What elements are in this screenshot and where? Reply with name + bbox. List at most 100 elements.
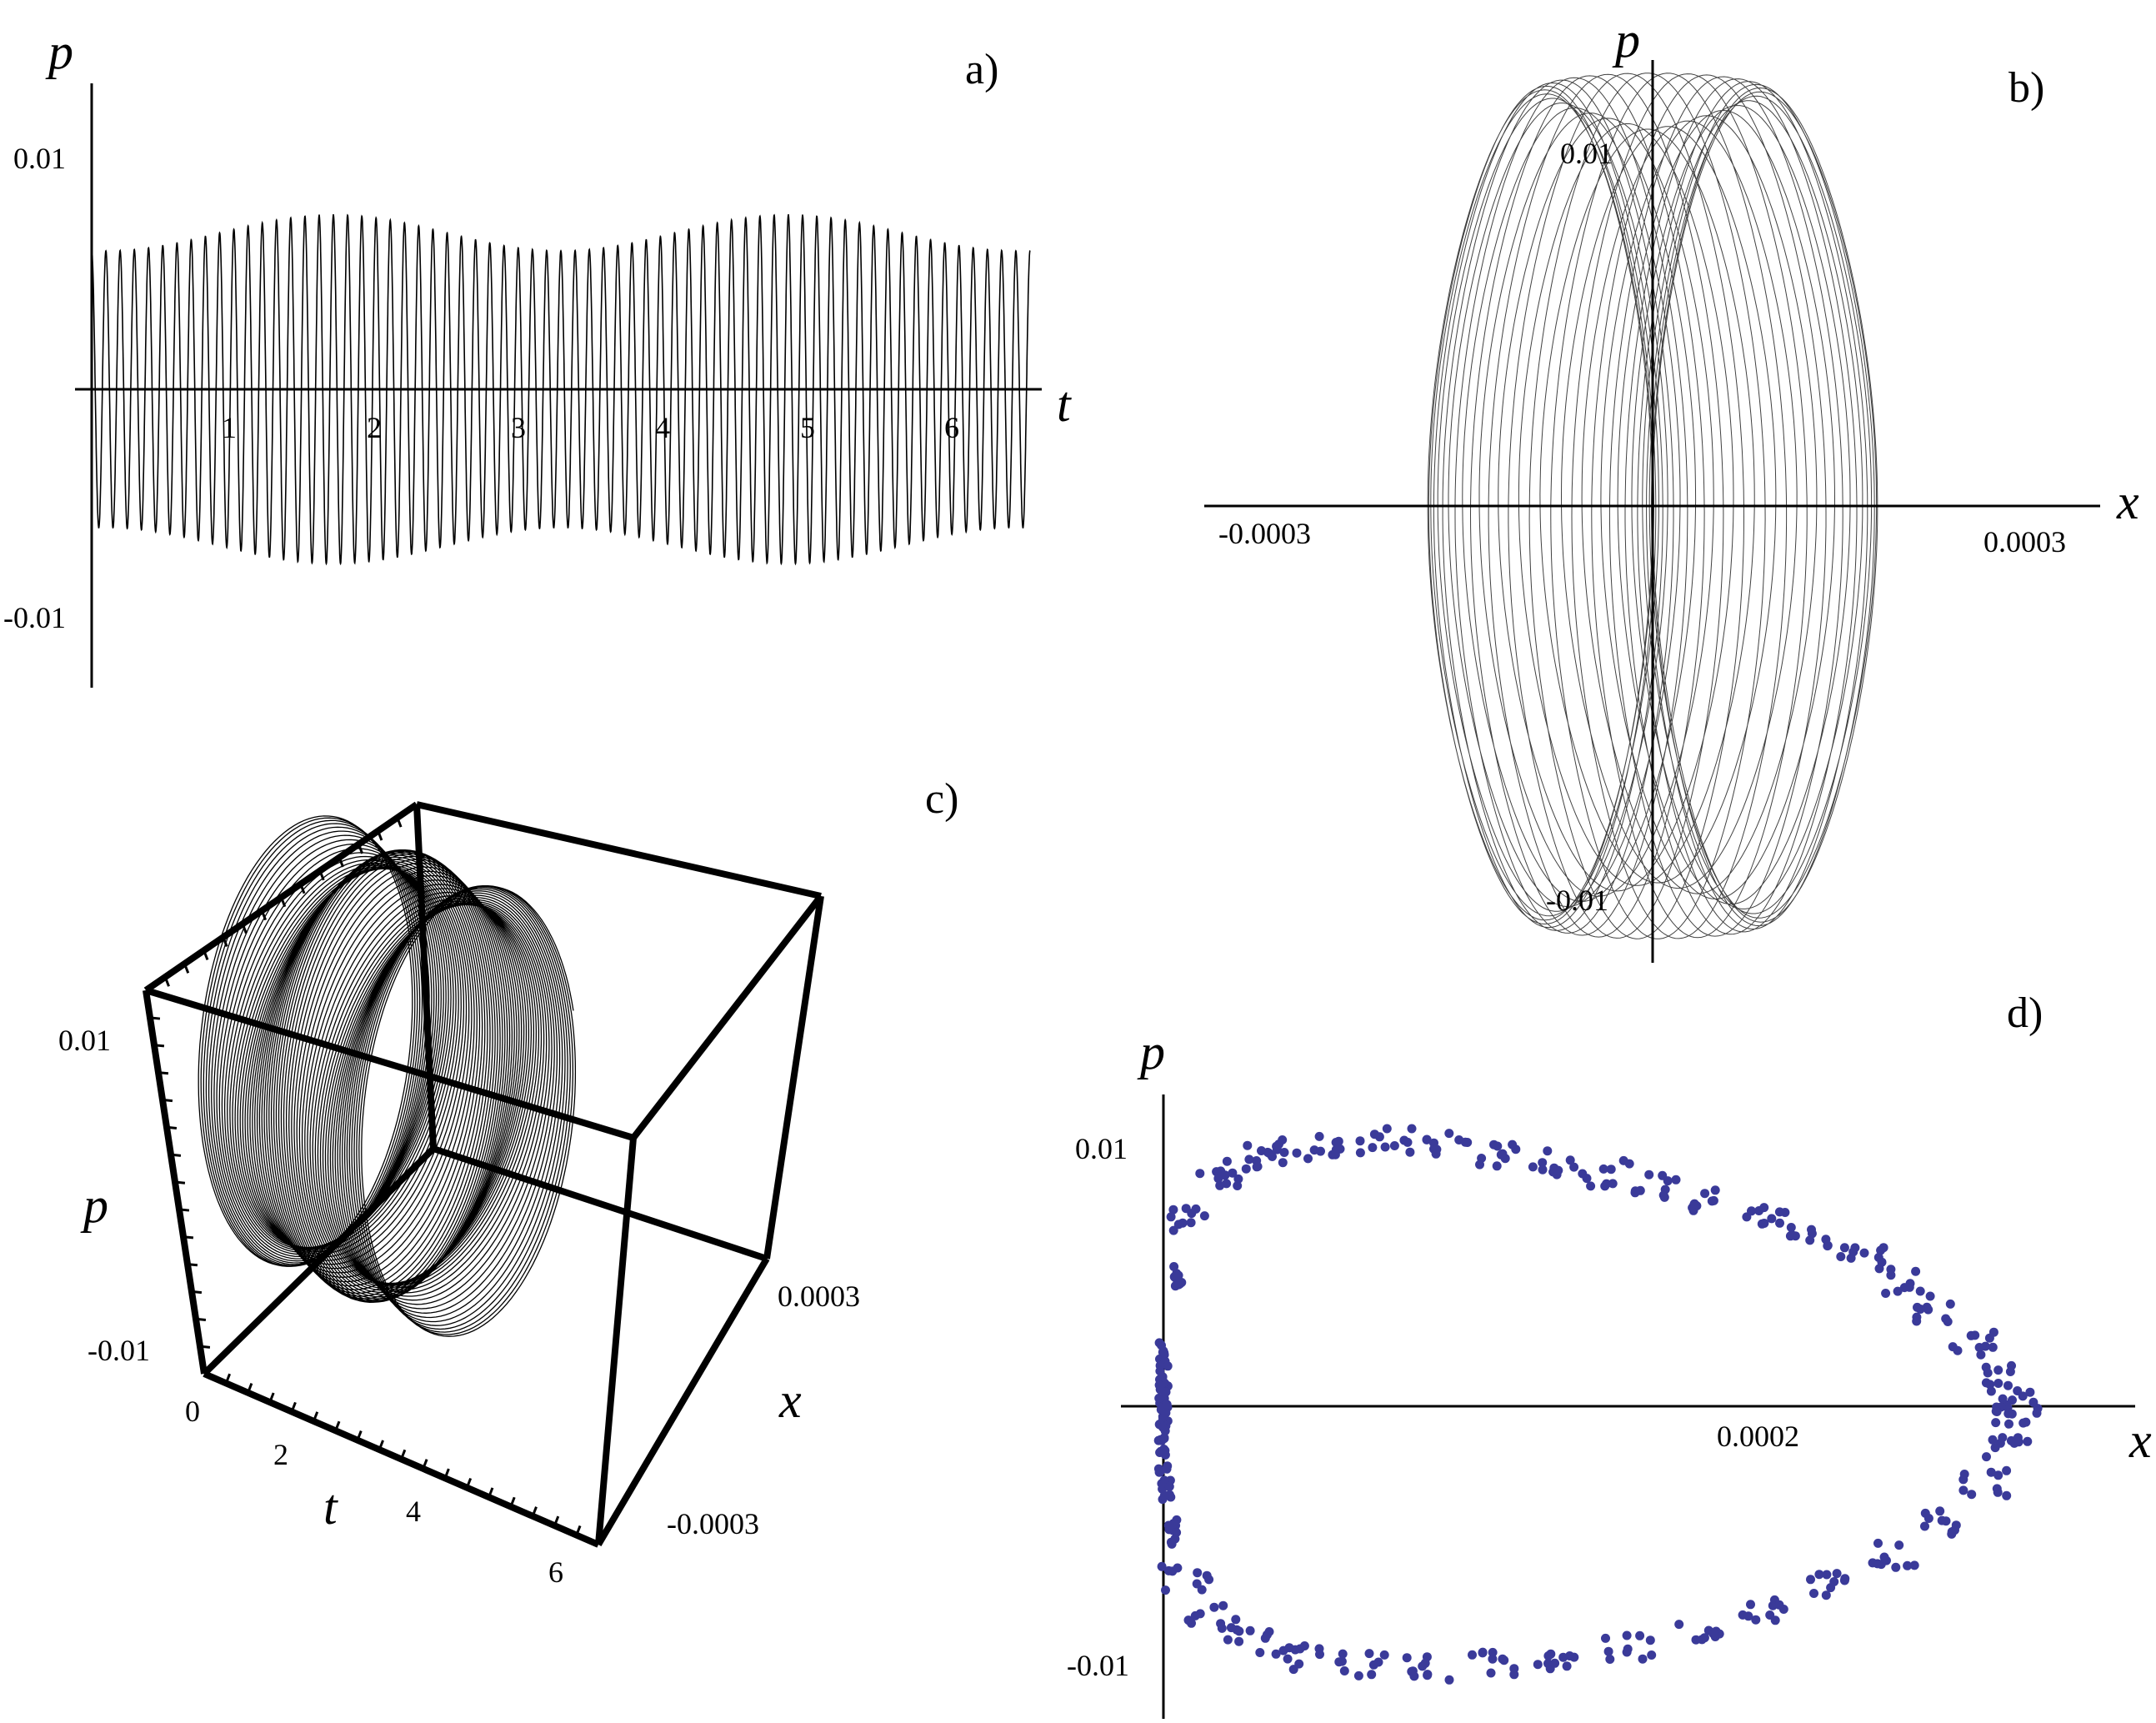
panel-d-point (1255, 1648, 1265, 1657)
panel-a-xtick-4: 4 (655, 411, 670, 444)
panel-d-point (1893, 1286, 1903, 1296)
panel-d-point (1284, 1643, 1294, 1653)
panel-d-point (1550, 1658, 1560, 1668)
panel-d-point (1195, 1609, 1205, 1619)
panel-d-point (1746, 1600, 1755, 1610)
panel-d-point (1832, 1569, 1842, 1579)
panel-d-point (1315, 1650, 1324, 1660)
panel-c-tick-mark (199, 1345, 211, 1349)
panel-d-point (1770, 1615, 1780, 1625)
panel-d-point (1405, 1147, 1415, 1157)
panel-d-point (1848, 1247, 1858, 1257)
panel-d-point (1368, 1660, 1378, 1670)
panel-c-box-edge (595, 1256, 770, 1547)
panel-c-ttick-4: 4 (406, 1495, 421, 1528)
panel-d-point (1935, 1506, 1945, 1516)
panel-d-point (1689, 1199, 1699, 1209)
panel-c-tick-mark (488, 1487, 494, 1498)
panel-c-tick-mark (280, 896, 287, 908)
panel-d-point (1986, 1386, 1996, 1396)
panel-d-point (1253, 1161, 1263, 1171)
panel-b-xlabel: x (2116, 474, 2139, 529)
panel-d-point (1601, 1633, 1610, 1643)
panel-d-point (1700, 1189, 1710, 1199)
panel-c-tick-mark (158, 1071, 169, 1075)
panel-d-point (1586, 1181, 1596, 1191)
panel-d-point (2002, 1465, 2012, 1475)
panel-d-point (1233, 1174, 1243, 1184)
panel-d-point (1283, 1654, 1293, 1664)
panel-d-point (1278, 1158, 1288, 1168)
panel-d-point (1389, 1141, 1399, 1150)
panel-c-tick-mark (312, 1411, 319, 1422)
panel-d-point (1839, 1243, 1849, 1253)
panel-d-point (1166, 1212, 1176, 1222)
panel-d-point (1983, 1368, 1993, 1378)
panel-d-point (1186, 1218, 1196, 1228)
panel-c-tick-mark (224, 1373, 232, 1384)
panel-d-point (1894, 1540, 1904, 1550)
panel-c-tick-mark (509, 1496, 516, 1507)
panel-a-xtick-2: 2 (367, 411, 382, 444)
panel-d-point (1710, 1185, 1720, 1195)
panel-d-point (1154, 1393, 1164, 1403)
panel-d-point (1158, 1446, 1168, 1456)
panel-d-point (1958, 1485, 1968, 1495)
panel-d-point (1444, 1675, 1454, 1685)
panel-c-xtick-neg: -0.0003 (667, 1507, 759, 1540)
panel-d-point (1498, 1654, 1508, 1664)
panel-a-xtick-5: 5 (800, 411, 815, 444)
panel-d-point (1244, 1155, 1254, 1165)
panel-d-point (1658, 1190, 1668, 1200)
panel-c-tick-mark (377, 830, 383, 841)
panel-d-point (1959, 1470, 1969, 1479)
panel-d-point (1173, 1563, 1183, 1573)
panel-d-point (1163, 1565, 1173, 1575)
panel-d-point (1157, 1340, 1166, 1350)
panel-d-point (1226, 1623, 1236, 1633)
panel-d-point (1543, 1146, 1553, 1156)
panel-d-point (1367, 1670, 1377, 1680)
panel-a-ytick-neg: -0.01 (3, 601, 66, 634)
panel-d-point (1364, 1649, 1374, 1659)
panel-d-point (1912, 1316, 1922, 1326)
panel-d-point (1600, 1181, 1610, 1191)
panel-d-point (1159, 1348, 1169, 1358)
panel-b-phase-trajectory (1427, 73, 1878, 939)
panel-d-point (1822, 1570, 1832, 1580)
panel-d-point (1160, 1387, 1170, 1397)
panel-d-point (1192, 1579, 1202, 1589)
panel-d-point (1923, 1514, 1933, 1523)
panel-d-point (1562, 1661, 1572, 1671)
panel-d-point (1271, 1649, 1281, 1659)
panel-d-point (1409, 1671, 1419, 1681)
panel-c-tick-mark (247, 1383, 253, 1394)
panel-c-label: c) (925, 775, 958, 823)
panel-d-point (2003, 1380, 2013, 1390)
panel-d-point (1202, 1570, 1212, 1580)
panel-d-point (1157, 1561, 1167, 1571)
panel-d-point (2018, 1418, 2028, 1428)
panel-d-point (1168, 1225, 1178, 1235)
panel-d-point (1759, 1203, 1769, 1213)
panel-c-xlabel: t (323, 1480, 338, 1535)
panel-c-tick-mark (443, 1468, 450, 1479)
panel-d-point (1155, 1366, 1165, 1376)
panel-d-point (1823, 1240, 1833, 1250)
panel-d-point (1333, 1136, 1343, 1146)
panel-d-point (1533, 1660, 1543, 1670)
panel-d-point (1663, 1176, 1673, 1186)
panel-d-point (1923, 1305, 1933, 1315)
panel-d-point (1403, 1137, 1413, 1147)
panel-d-point (1478, 1647, 1488, 1657)
panel-d-point (1161, 1585, 1170, 1595)
panel-c-tick-mark (268, 1392, 275, 1403)
panel-d-point (1223, 1635, 1233, 1645)
panel-d-point (1374, 1132, 1384, 1142)
panel-c-box-edge (416, 801, 822, 899)
panel-d-point (1243, 1140, 1253, 1150)
panel-a-ylabel: p (45, 24, 73, 79)
panel-c-tick-mark (318, 870, 325, 881)
panel-c-box-edge (144, 987, 635, 1141)
